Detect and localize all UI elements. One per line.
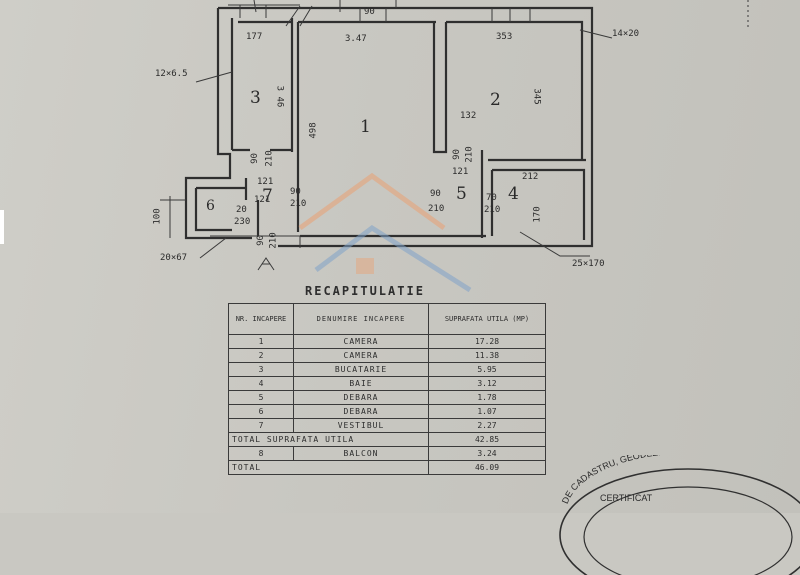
cell-area: 5.95: [428, 362, 546, 377]
room-7-label: 7: [262, 186, 273, 206]
total-area: 46.09: [428, 460, 546, 475]
cell-nr: 6: [228, 404, 294, 419]
balcony-row: 8 BALCON 3.24: [228, 446, 546, 461]
cell-nr: 2: [228, 348, 294, 363]
room-4-label: 4: [508, 184, 519, 204]
table-row: 4 BAIE 3.12: [228, 376, 546, 391]
dimension-label: 210: [464, 146, 475, 163]
cell-area: 2.27: [428, 418, 546, 433]
dimension-label: 345: [531, 88, 542, 105]
cell-nr: 5: [228, 390, 294, 405]
header-name: DENUMIRE INCAPERE: [293, 303, 429, 335]
dimension-label: 230: [234, 217, 251, 227]
table-row: 1 CAMERA 17.28: [228, 334, 546, 349]
dimension-label: 90: [255, 235, 266, 246]
table-row: 3 BUCATARIE 5.95: [228, 362, 546, 377]
cell-name: BAIE: [293, 376, 429, 391]
cell-name: CAMERA: [293, 334, 429, 349]
dimension-label: 20: [236, 205, 247, 215]
dimension-label: 170: [532, 206, 543, 223]
dimension-label: 90: [249, 153, 260, 164]
dimension-label: 353: [496, 32, 513, 42]
cell-name: BALCON: [293, 446, 429, 461]
total-useful-area: 42.85: [428, 432, 546, 447]
total-label: TOTAL: [228, 460, 429, 475]
cell-nr: 8: [228, 446, 294, 461]
dimension-label: 25×170: [572, 259, 605, 269]
dimension-label: 121: [257, 177, 274, 187]
dimension-label: 12×6.5: [155, 69, 188, 79]
watermark-logo: [298, 172, 472, 293]
cell-area: 17.28: [428, 334, 546, 349]
cell-name: VESTIBUL: [293, 418, 429, 433]
area-summary-table: NR. INCAPERE DENUMIRE INCAPERE SUPRAFATA…: [228, 303, 546, 475]
room-5-label: 5: [456, 184, 467, 204]
room-1-label: 1: [360, 117, 371, 137]
dimension-label: 210: [264, 150, 275, 167]
dimension-label: 498: [308, 122, 319, 139]
room-3-label: 3: [250, 88, 261, 108]
dimension-label: 212: [522, 172, 539, 182]
cell-nr: 7: [228, 418, 294, 433]
stamp-center-text: CERTIFICAT: [600, 493, 653, 503]
dimension-label: 210: [290, 199, 307, 209]
cell-area: 3.12: [428, 376, 546, 391]
cell-area: 1.78: [428, 390, 546, 405]
cell-name: DEBARA: [293, 404, 429, 419]
dimension-label: 210: [484, 205, 501, 215]
table-row: 5 DEBARA 1.78: [228, 390, 546, 405]
cell-name: DEBARA: [293, 390, 429, 405]
dimension-label: 132: [460, 111, 477, 121]
table-row: 7 VESTIBUL 2.27: [228, 418, 546, 433]
cell-nr: 1: [228, 334, 294, 349]
room-6-label: 6: [206, 198, 215, 214]
dimension-label: 121: [452, 167, 469, 177]
dimension-label: 210: [428, 204, 445, 214]
cell-area: 3.24: [428, 446, 546, 461]
page-edge: [0, 210, 4, 244]
dimension-label: 90: [430, 189, 441, 199]
official-stamp: DE CADASTRU, GEODEZIE CERTIFICAT: [559, 455, 800, 575]
cell-nr: 4: [228, 376, 294, 391]
table-row: 6 DEBARA 1.07: [228, 404, 546, 419]
cell-area: 11.38: [428, 348, 546, 363]
dimension-label: 3.47: [345, 34, 367, 44]
floor-plan: [160, 0, 749, 293]
dimension-label: 20×67: [160, 253, 188, 263]
dimension-label: 100: [152, 208, 163, 225]
cell-name: CAMERA: [293, 348, 429, 363]
dimension-label: 90: [290, 187, 301, 197]
room-2-label: 2: [490, 90, 501, 110]
total-useful-label: TOTAL SUPRAFATA UTILA: [228, 432, 429, 447]
dimension-label: 3 46: [274, 85, 285, 108]
dimension-label: 177: [246, 32, 263, 42]
dimension-label: 90: [364, 7, 375, 17]
total-useful-row: TOTAL SUPRAFATA UTILA 42.85: [228, 432, 546, 447]
total-row: TOTAL 46.09: [228, 460, 546, 475]
cell-name: BUCATARIE: [293, 362, 429, 377]
table-row: 2 CAMERA 11.38: [228, 348, 546, 363]
header-area: SUPRAFATA UTILA (MP): [428, 303, 546, 335]
dimension-label: 210: [268, 232, 279, 249]
dimension-label: 70: [486, 193, 497, 203]
dimension-label: 90: [451, 149, 462, 160]
table-header-row: NR. INCAPERE DENUMIRE INCAPERE SUPRAFATA…: [228, 303, 546, 335]
outer-wall: [218, 6, 594, 248]
cell-nr: 3: [228, 362, 294, 377]
dimension-label: 121: [254, 195, 271, 205]
header-nr: NR. INCAPERE: [228, 303, 294, 335]
table-title: RECAPITULATIE: [305, 284, 425, 298]
dimension-label: 14×20: [612, 29, 640, 39]
cell-area: 1.07: [428, 404, 546, 419]
